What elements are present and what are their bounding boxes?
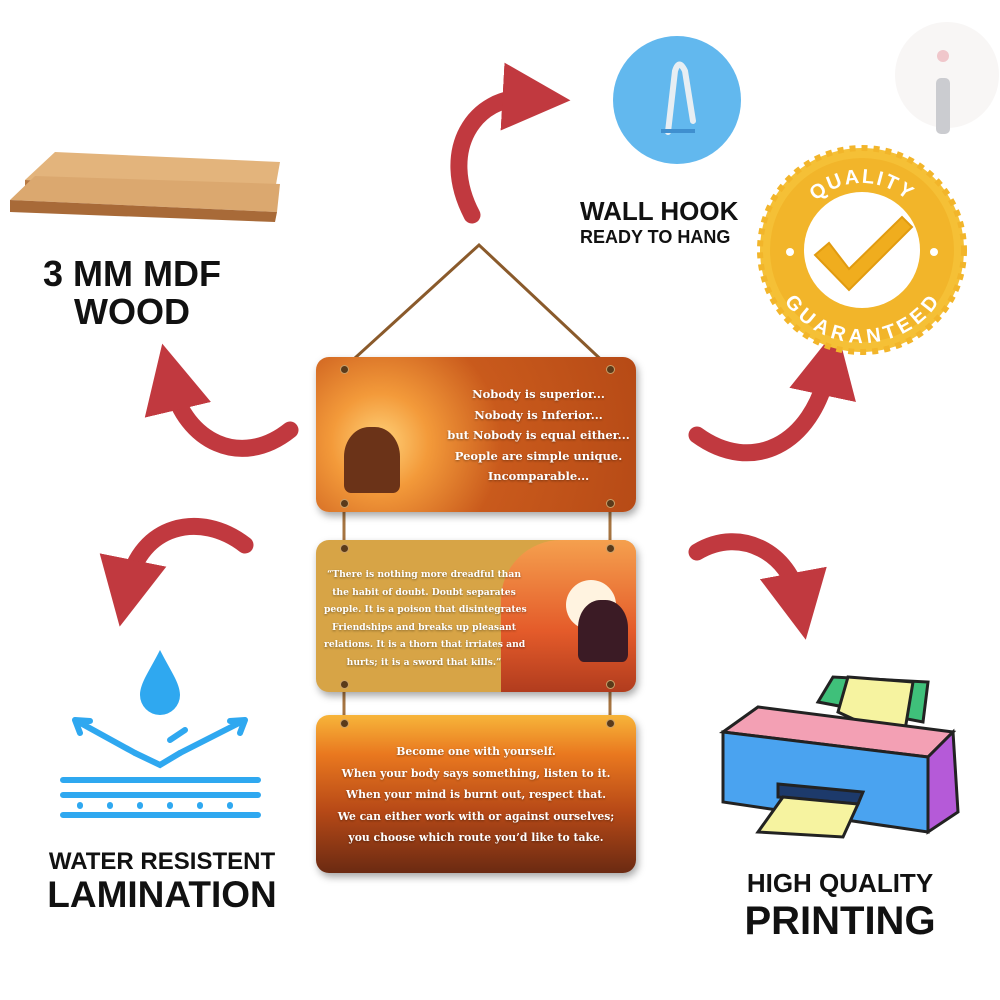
plaque-1-line: Incomparable...	[487, 469, 590, 483]
plaque-2-line: “There is nothing more dreadful than	[326, 569, 521, 580]
plaque-2-line: the habit of doubt. Doubt separates	[332, 586, 516, 598]
arrow-to-wood	[144, 343, 299, 457]
arrow-to-water	[99, 517, 254, 627]
plaque-1-line: People are simple unique.	[454, 448, 623, 463]
hanging-string	[342, 242, 612, 370]
plaque-2-line: Friendships and breaks up pleasant	[332, 621, 516, 633]
plaque-3-line: When your body says something, listen to…	[341, 766, 611, 780]
water-label: WATER RESISTENT LAMINATION	[40, 848, 284, 915]
printing-label: HIGH QUALITY PRINTING	[734, 870, 946, 941]
arrow-to-printing	[688, 533, 827, 640]
wall-hook-icon	[613, 36, 741, 164]
wood-label: 3 MM MDF WOOD	[33, 256, 231, 330]
water-resistant-icon	[60, 650, 261, 818]
wood-label-line2: WOOD	[74, 291, 190, 332]
plaque-1-line: Nobody is Inferior...	[474, 407, 603, 422]
plaque-3-line: Become one with yourself.	[396, 745, 556, 758]
plaque-3-line: you choose which route you’d like to tak…	[348, 831, 604, 844]
printer-icon	[718, 675, 960, 839]
buddha-silhouette	[578, 600, 628, 662]
plaque-1-line: Nobody is superior...	[472, 387, 605, 401]
brand-logo	[895, 22, 999, 134]
hook-title: WALL HOOK	[580, 196, 739, 226]
quality-guaranteed-badge: QUALITY GUARANTEED	[757, 145, 967, 355]
arrow-to-hook	[450, 62, 571, 224]
plaque-1-line: but Nobody is equal either...	[447, 428, 630, 442]
buddha-silhouette	[344, 427, 400, 493]
plaque-2-line: hurts; it is a sword that kills.”	[346, 656, 502, 668]
hook-label: WALL HOOK READY TO HANG	[580, 198, 738, 246]
printing-label-line2: PRINTING	[744, 899, 936, 943]
plaque-3-line: We can either work with or against ourse…	[337, 809, 615, 823]
printing-label-line1: HIGH QUALITY	[746, 868, 934, 898]
plaque-1: Nobody is superior... Nobody is Inferior…	[316, 357, 636, 512]
plaque-3: Become one with yourself. When your body…	[316, 715, 636, 873]
plaque-3-line: When your mind is burnt out, respect tha…	[345, 788, 607, 801]
water-label-line2: LAMINATION	[47, 874, 277, 915]
arrow-to-badge	[688, 328, 856, 462]
plaque-2-line: relations. It is a thorn that irriates a…	[324, 639, 526, 650]
wood-label-line1: 3 MM MDF	[43, 253, 221, 294]
plaque-2: “There is nothing more dreadful than the…	[316, 540, 636, 692]
wood-planks-icon	[10, 152, 280, 222]
water-label-line1: WATER RESISTENT	[48, 848, 276, 875]
hook-subtitle: READY TO HANG	[580, 227, 731, 247]
plaque-2-line: people. It is a poison that disintegrate…	[324, 604, 527, 615]
